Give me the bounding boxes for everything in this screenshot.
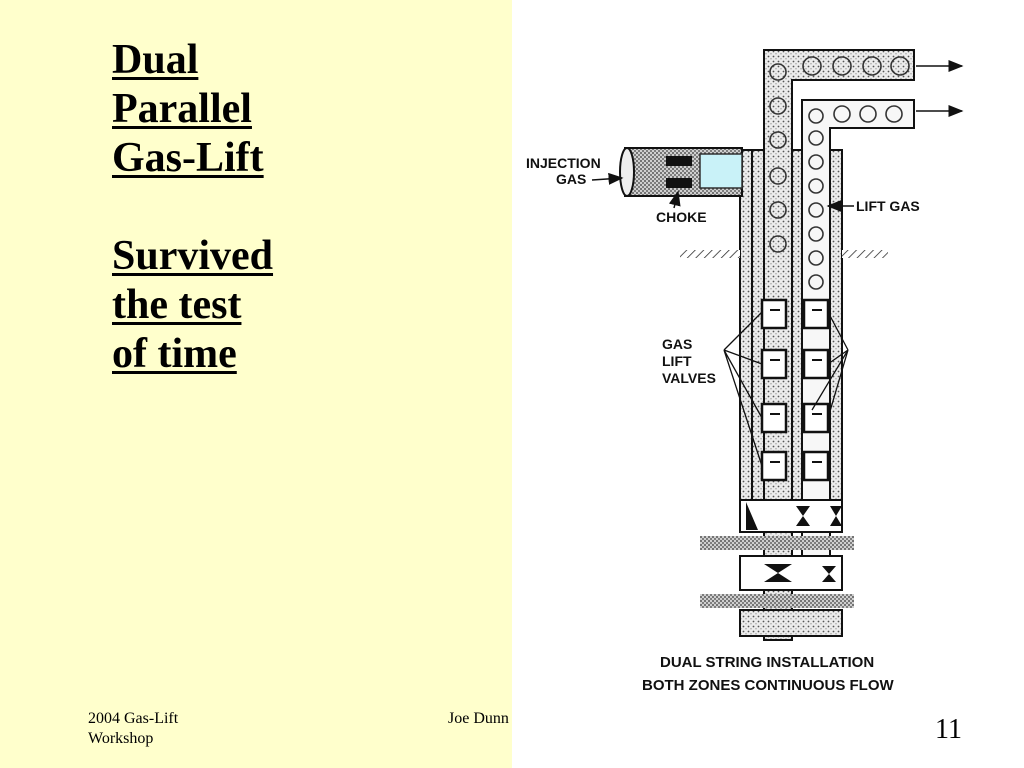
highlight-box [699, 153, 743, 189]
footer-left-line-2: Workshop [88, 730, 154, 747]
injection-gas-arrow [591, 172, 624, 185]
footer-author: Joe Dunn [448, 710, 509, 727]
ground-surface [680, 250, 888, 258]
gas-lift-valves [760, 298, 830, 482]
title-line-3: Gas-Lift [112, 135, 264, 181]
upper-packer [739, 499, 843, 533]
valve-callout-lines [723, 311, 849, 467]
caption-line-2: BOTH ZONES CONTINUOUS FLOW [642, 677, 894, 694]
gas-lift-valves-label-3: VALVES [662, 370, 716, 386]
caption-line-1: DUAL STRING INSTALLATION [660, 654, 874, 671]
choke-arrow [668, 190, 681, 209]
tail-pipe [739, 609, 843, 637]
title-line-2: Parallel [112, 86, 252, 132]
dual-string-diagram: INJECTION GAS CHOKE LIFT GAS GAS LIFT VA… [512, 0, 1024, 768]
subtitle-line-3: of time [112, 331, 237, 377]
upper-zone [700, 536, 854, 550]
title-block: Dual Parallel Gas-Lift Survived the test… [112, 36, 432, 379]
choke-icon [666, 156, 692, 166]
lower-zone [700, 594, 854, 608]
gas-lift-valves-label-1: GAS [662, 336, 692, 352]
footer-left-line-1: 2004 Gas-Lift [88, 710, 179, 727]
injection-gas-pipe [619, 147, 743, 197]
lift-gas-label: LIFT GAS [856, 198, 920, 214]
title-line-1: Dual [112, 37, 199, 83]
page-number: 11 [935, 714, 962, 745]
subtitle-line-2: the test [112, 282, 242, 328]
injection-gas-label-2: GAS [556, 171, 586, 187]
subtitle-line-1: Survived [112, 233, 274, 279]
injection-gas-label-1: INJECTION [526, 155, 601, 171]
gas-lift-valves-label-2: LIFT [662, 353, 692, 369]
lower-packer [739, 555, 843, 591]
choke-label: CHOKE [656, 209, 707, 225]
footer-left: 2004 Gas-Lift Workshop [88, 709, 178, 749]
